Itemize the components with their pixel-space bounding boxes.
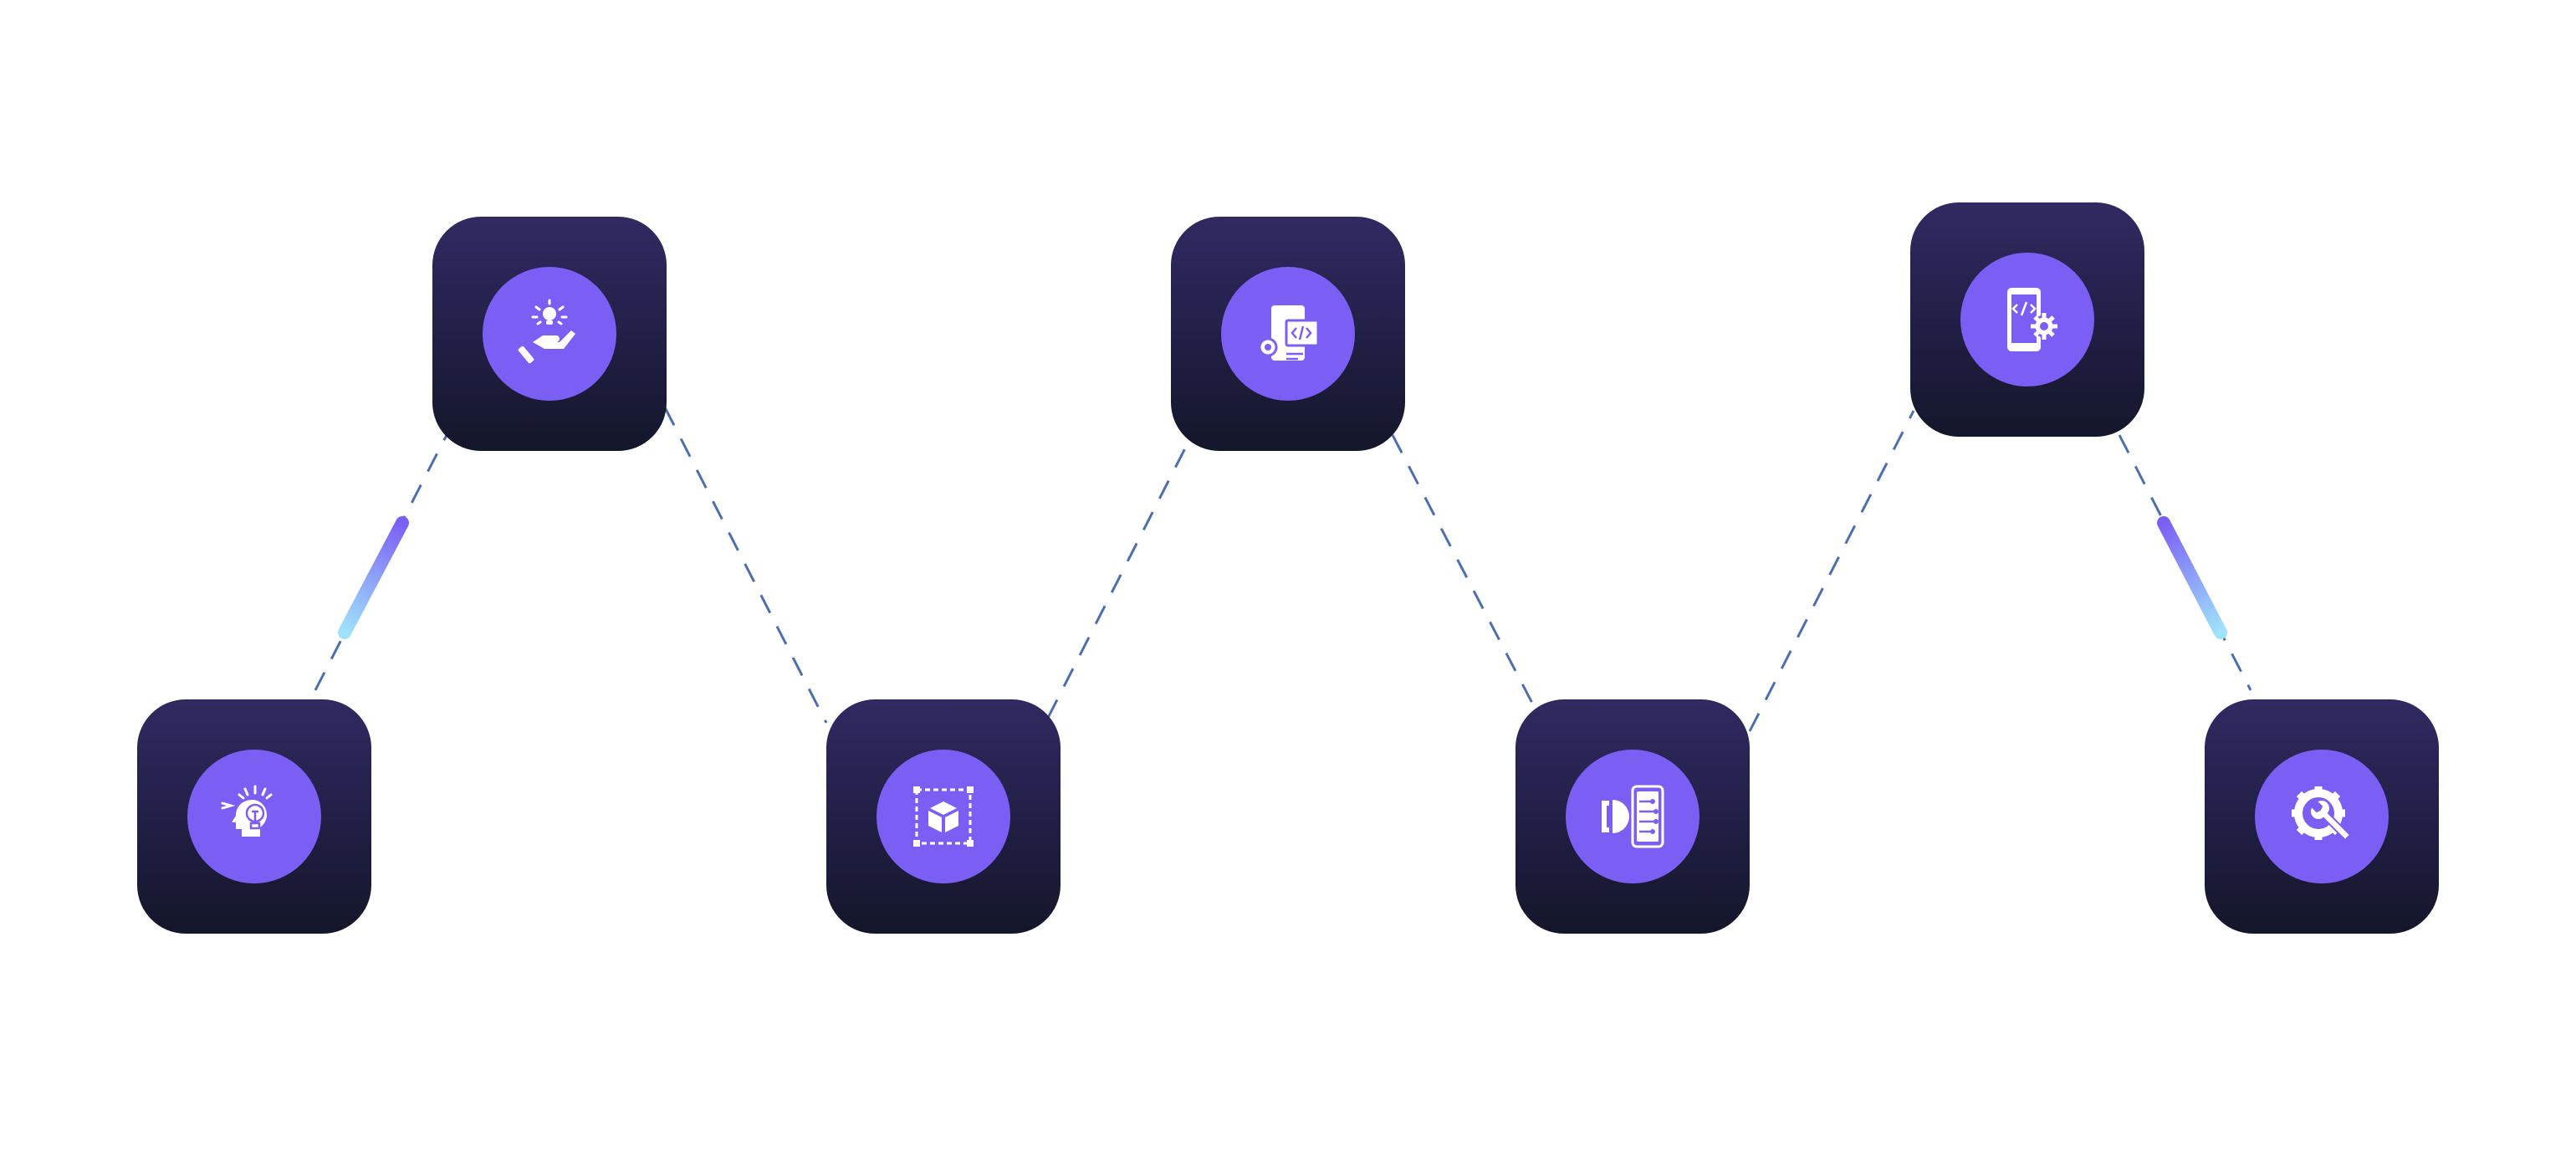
lightbulb-head-icon bbox=[221, 785, 273, 837]
icon-circle bbox=[1221, 267, 1355, 401]
mobile-integration-icon bbox=[1602, 785, 1664, 848]
hand-idea-icon bbox=[518, 299, 575, 364]
step-node-1 bbox=[137, 699, 371, 934]
icon-circle bbox=[483, 267, 616, 401]
gear-wrench-icon bbox=[2292, 786, 2352, 842]
app-development-settings-icon bbox=[1258, 305, 1320, 361]
step-node-6 bbox=[1910, 202, 2144, 437]
icon-circle bbox=[187, 750, 321, 883]
connector-5-6 bbox=[1748, 410, 1915, 732]
icon-circle bbox=[2255, 750, 2389, 883]
step-node-7 bbox=[2205, 699, 2439, 934]
accent-segment-1 bbox=[338, 516, 409, 639]
step-node-2 bbox=[432, 217, 667, 451]
icon-circle bbox=[1960, 253, 2094, 387]
icon-circle bbox=[877, 750, 1010, 883]
step-node-3 bbox=[826, 699, 1061, 934]
connector-3-4 bbox=[1046, 439, 1191, 719]
connector-4-5 bbox=[1391, 434, 1537, 710]
accent-segment-2 bbox=[2157, 516, 2227, 639]
connector-2-3 bbox=[663, 407, 828, 724]
step-node-4 bbox=[1171, 217, 1405, 451]
icon-circle bbox=[1566, 750, 1699, 883]
3d-box-prototype-icon bbox=[913, 786, 974, 847]
step-node-5 bbox=[1515, 699, 1750, 934]
mobile-code-gear-icon bbox=[2007, 288, 2057, 351]
